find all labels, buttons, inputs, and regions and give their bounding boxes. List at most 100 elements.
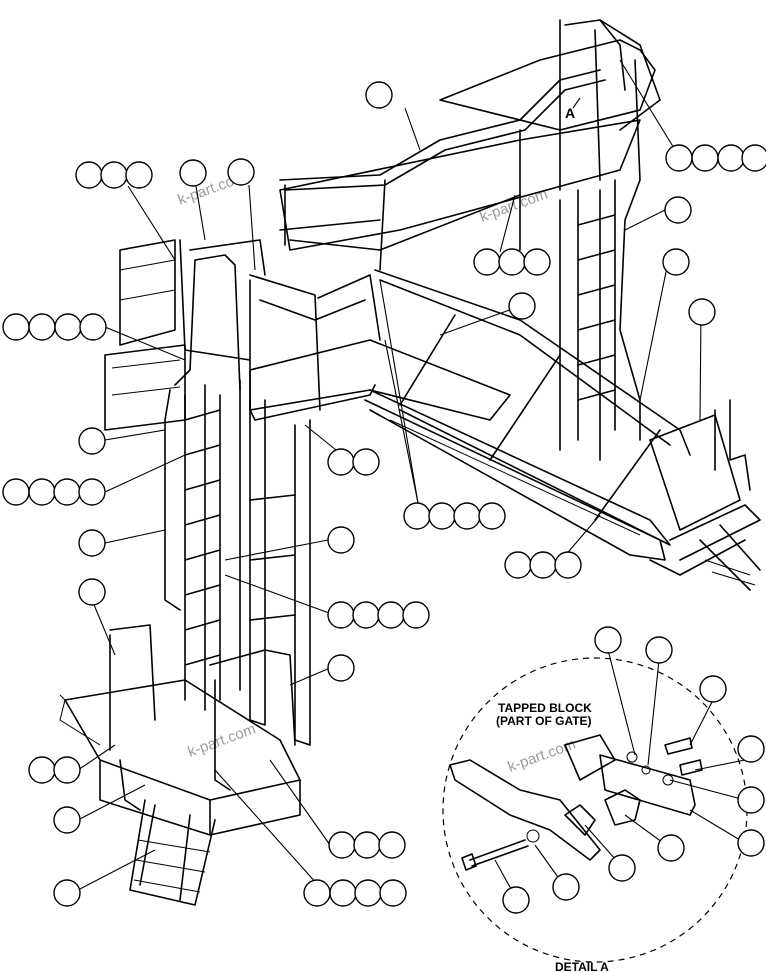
callout-balloon xyxy=(699,675,727,703)
leader xyxy=(289,667,331,686)
callout-detail-pin xyxy=(699,675,727,703)
leader xyxy=(224,574,330,614)
callout-balloon xyxy=(75,161,103,189)
callout-balloon xyxy=(665,144,693,172)
callout-balloon xyxy=(645,636,673,664)
callout-balloon xyxy=(504,551,532,579)
bolt-head xyxy=(461,853,477,871)
callout-balloon xyxy=(608,854,636,882)
hinge-plate xyxy=(599,754,696,816)
callout-balloon xyxy=(377,601,405,629)
callout-balloon xyxy=(53,756,81,784)
callout-balloon xyxy=(53,806,81,834)
leader xyxy=(91,599,116,656)
leader xyxy=(439,307,516,336)
callout-balloon xyxy=(79,313,107,341)
detail-a-label: DETAIL A xyxy=(555,960,609,973)
callout-balloon xyxy=(594,626,622,654)
right-ladder xyxy=(559,19,641,461)
callout-lower-rail-support xyxy=(403,502,506,530)
leader xyxy=(499,194,516,253)
lower-platform xyxy=(59,624,301,906)
leader xyxy=(384,339,419,504)
callout-balloon xyxy=(100,161,128,189)
watermark: k-part.com xyxy=(506,736,578,776)
callout-balloon xyxy=(179,159,207,187)
leader xyxy=(195,185,206,241)
callout-balloon xyxy=(428,502,456,530)
leader xyxy=(404,107,421,151)
tapped-block-label-line2: (PART OF GATE) xyxy=(496,714,592,728)
callout-column-base xyxy=(327,448,380,476)
callout-balloon xyxy=(379,879,407,907)
callout-balloon xyxy=(554,551,582,579)
callout-left-platform-edge xyxy=(2,313,107,341)
screw xyxy=(664,737,693,755)
callout-detail-hinge xyxy=(737,829,765,857)
callout-balloon xyxy=(227,158,255,186)
callout-balloon xyxy=(688,298,716,326)
callout-balloon xyxy=(508,292,536,320)
leader xyxy=(224,539,329,561)
callout-balloon xyxy=(78,529,106,557)
callout-balloon xyxy=(737,786,765,814)
detail-a-boundary xyxy=(442,657,748,963)
callout-balloon xyxy=(352,601,380,629)
callout-left-ladder-cage xyxy=(78,427,106,455)
callout-balloon xyxy=(662,248,690,276)
callout-balloon xyxy=(402,601,430,629)
leader xyxy=(607,649,636,756)
callout-stair-tread xyxy=(53,879,81,907)
leader xyxy=(248,184,256,271)
leader xyxy=(619,59,681,159)
callout-balloon xyxy=(125,161,153,189)
tapped-block-label-line1: TAPPED BLOCK xyxy=(498,701,592,715)
leader xyxy=(639,261,669,401)
callout-cross-rail xyxy=(508,292,536,320)
callout-balloon xyxy=(365,81,393,109)
detail-reference-letter: A xyxy=(565,105,575,121)
gate-arm xyxy=(449,759,601,861)
right-stair-platform xyxy=(649,399,761,591)
callout-balloon xyxy=(473,248,501,276)
callout-balloon xyxy=(28,313,56,341)
callout-balloon xyxy=(28,756,56,784)
bolt xyxy=(469,839,529,867)
callout-balloon xyxy=(327,448,355,476)
callout-detail-bolt xyxy=(502,886,530,914)
callout-balloon xyxy=(664,196,692,224)
callout-balloon xyxy=(354,879,382,907)
upper-platform xyxy=(249,69,691,561)
callout-column-foot xyxy=(328,831,406,859)
callout-balloon xyxy=(453,502,481,530)
detail-a xyxy=(442,657,748,963)
watermark: k-part.com xyxy=(186,721,258,761)
callout-balloon xyxy=(78,578,106,606)
leader xyxy=(104,454,186,493)
callout-detail-bushing xyxy=(657,834,685,862)
screw xyxy=(679,759,703,776)
callout-right-ladder-rail xyxy=(664,196,692,224)
callout-upper-platform-deck xyxy=(473,248,551,276)
callout-balloon xyxy=(353,831,381,859)
callout-detail-spring xyxy=(608,854,636,882)
leader xyxy=(127,185,176,261)
washer xyxy=(526,829,540,843)
callout-balloon xyxy=(2,478,30,506)
callout-ladder-rung-bracket xyxy=(327,601,430,629)
callout-balloon xyxy=(53,879,81,907)
callout-right-platform-bolts xyxy=(504,551,582,579)
callout-left-ladder-hardware xyxy=(2,478,106,506)
callout-balloon xyxy=(691,144,719,172)
callout-left-gate-group xyxy=(75,161,153,189)
leader xyxy=(694,759,746,771)
callout-detail-washer xyxy=(552,873,580,901)
leader xyxy=(104,529,166,544)
callout-balloon xyxy=(657,834,685,862)
callout-balloon xyxy=(498,248,526,276)
callout-top-handrail xyxy=(365,81,393,109)
left-ladder xyxy=(164,239,311,746)
leader xyxy=(104,429,166,441)
callout-balloon xyxy=(502,886,530,914)
